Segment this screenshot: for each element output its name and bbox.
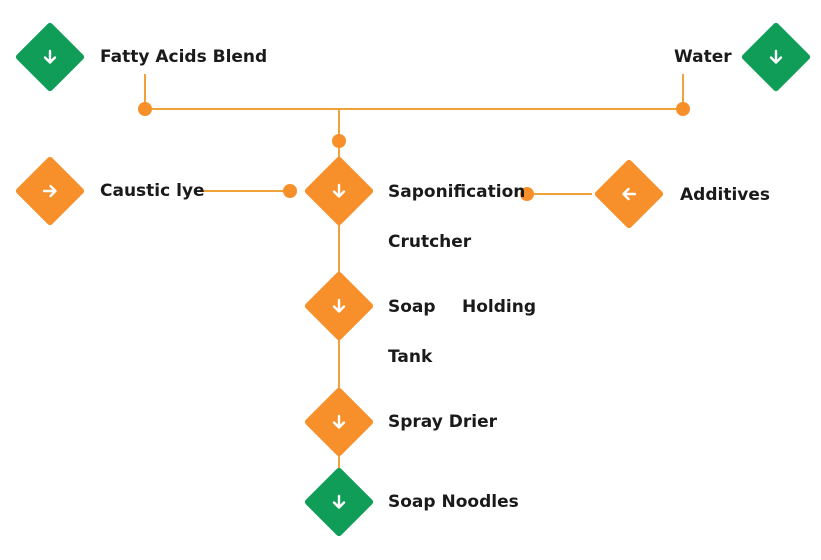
arrow-down-icon [43, 49, 57, 64]
connector-dot-additives [520, 187, 534, 201]
arrow-down-icon [332, 494, 346, 509]
node-water [740, 21, 812, 93]
arrow-right-icon [42, 184, 57, 198]
node-soap-noodles [303, 466, 375, 538]
arrow-down-icon [769, 49, 783, 64]
arrow-down-icon [332, 414, 346, 429]
label-water: Water [674, 47, 732, 67]
label-tank: Tank [388, 347, 433, 367]
node-fatty-acids [14, 21, 86, 93]
node-soap-holding-tank [303, 270, 375, 342]
label-soap: Soap [388, 297, 436, 317]
node-additives [593, 158, 665, 230]
arrow-down-icon [332, 183, 346, 198]
node-saponification [303, 155, 375, 227]
label-fatty-acids: Fatty Acids Blend [100, 47, 268, 67]
connector-dot-water [676, 102, 690, 116]
node-caustic-lye [14, 155, 86, 227]
connector-dot-fatty [138, 102, 152, 116]
label-spray-drier: Spray Drier [388, 412, 497, 432]
connector-dot-caustic [283, 184, 297, 198]
arrow-left-icon [622, 187, 637, 201]
label-soap-noodles: Soap Noodles [388, 492, 519, 512]
arrow-down-icon [332, 298, 346, 313]
label-holding: Holding [462, 297, 537, 317]
label-saponification: Saponification [388, 182, 526, 202]
connector-dot-saponification-top [332, 134, 346, 148]
label-crutcher: Crutcher [388, 232, 472, 252]
label-caustic-lye: Caustic lye [100, 181, 205, 201]
label-additives: Additives [680, 185, 771, 205]
node-spray-drier [303, 386, 375, 458]
